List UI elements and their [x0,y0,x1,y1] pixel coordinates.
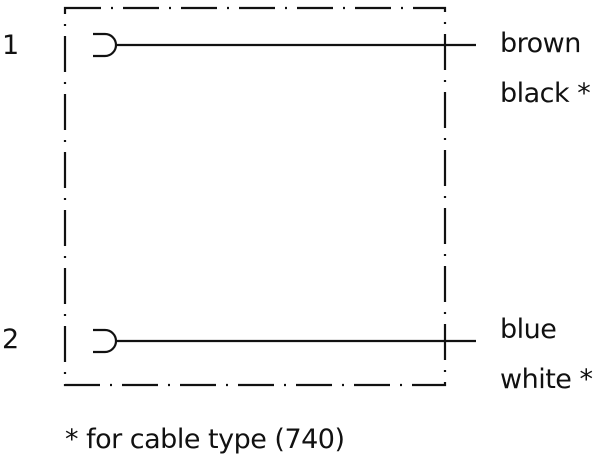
wire-color-black: black * [500,78,591,109]
pin-2-label: 2 [2,324,19,355]
socket-contact-2 [93,328,118,354]
housing-boundary [63,6,447,387]
wire-color-blue: blue [500,314,557,345]
pin-1-label: 1 [2,30,19,61]
socket-contact-1 [93,32,118,58]
footnote: * for cable type (740) [65,424,345,455]
wire-color-brown: brown [500,28,581,59]
wire-color-white: white * [500,364,593,395]
